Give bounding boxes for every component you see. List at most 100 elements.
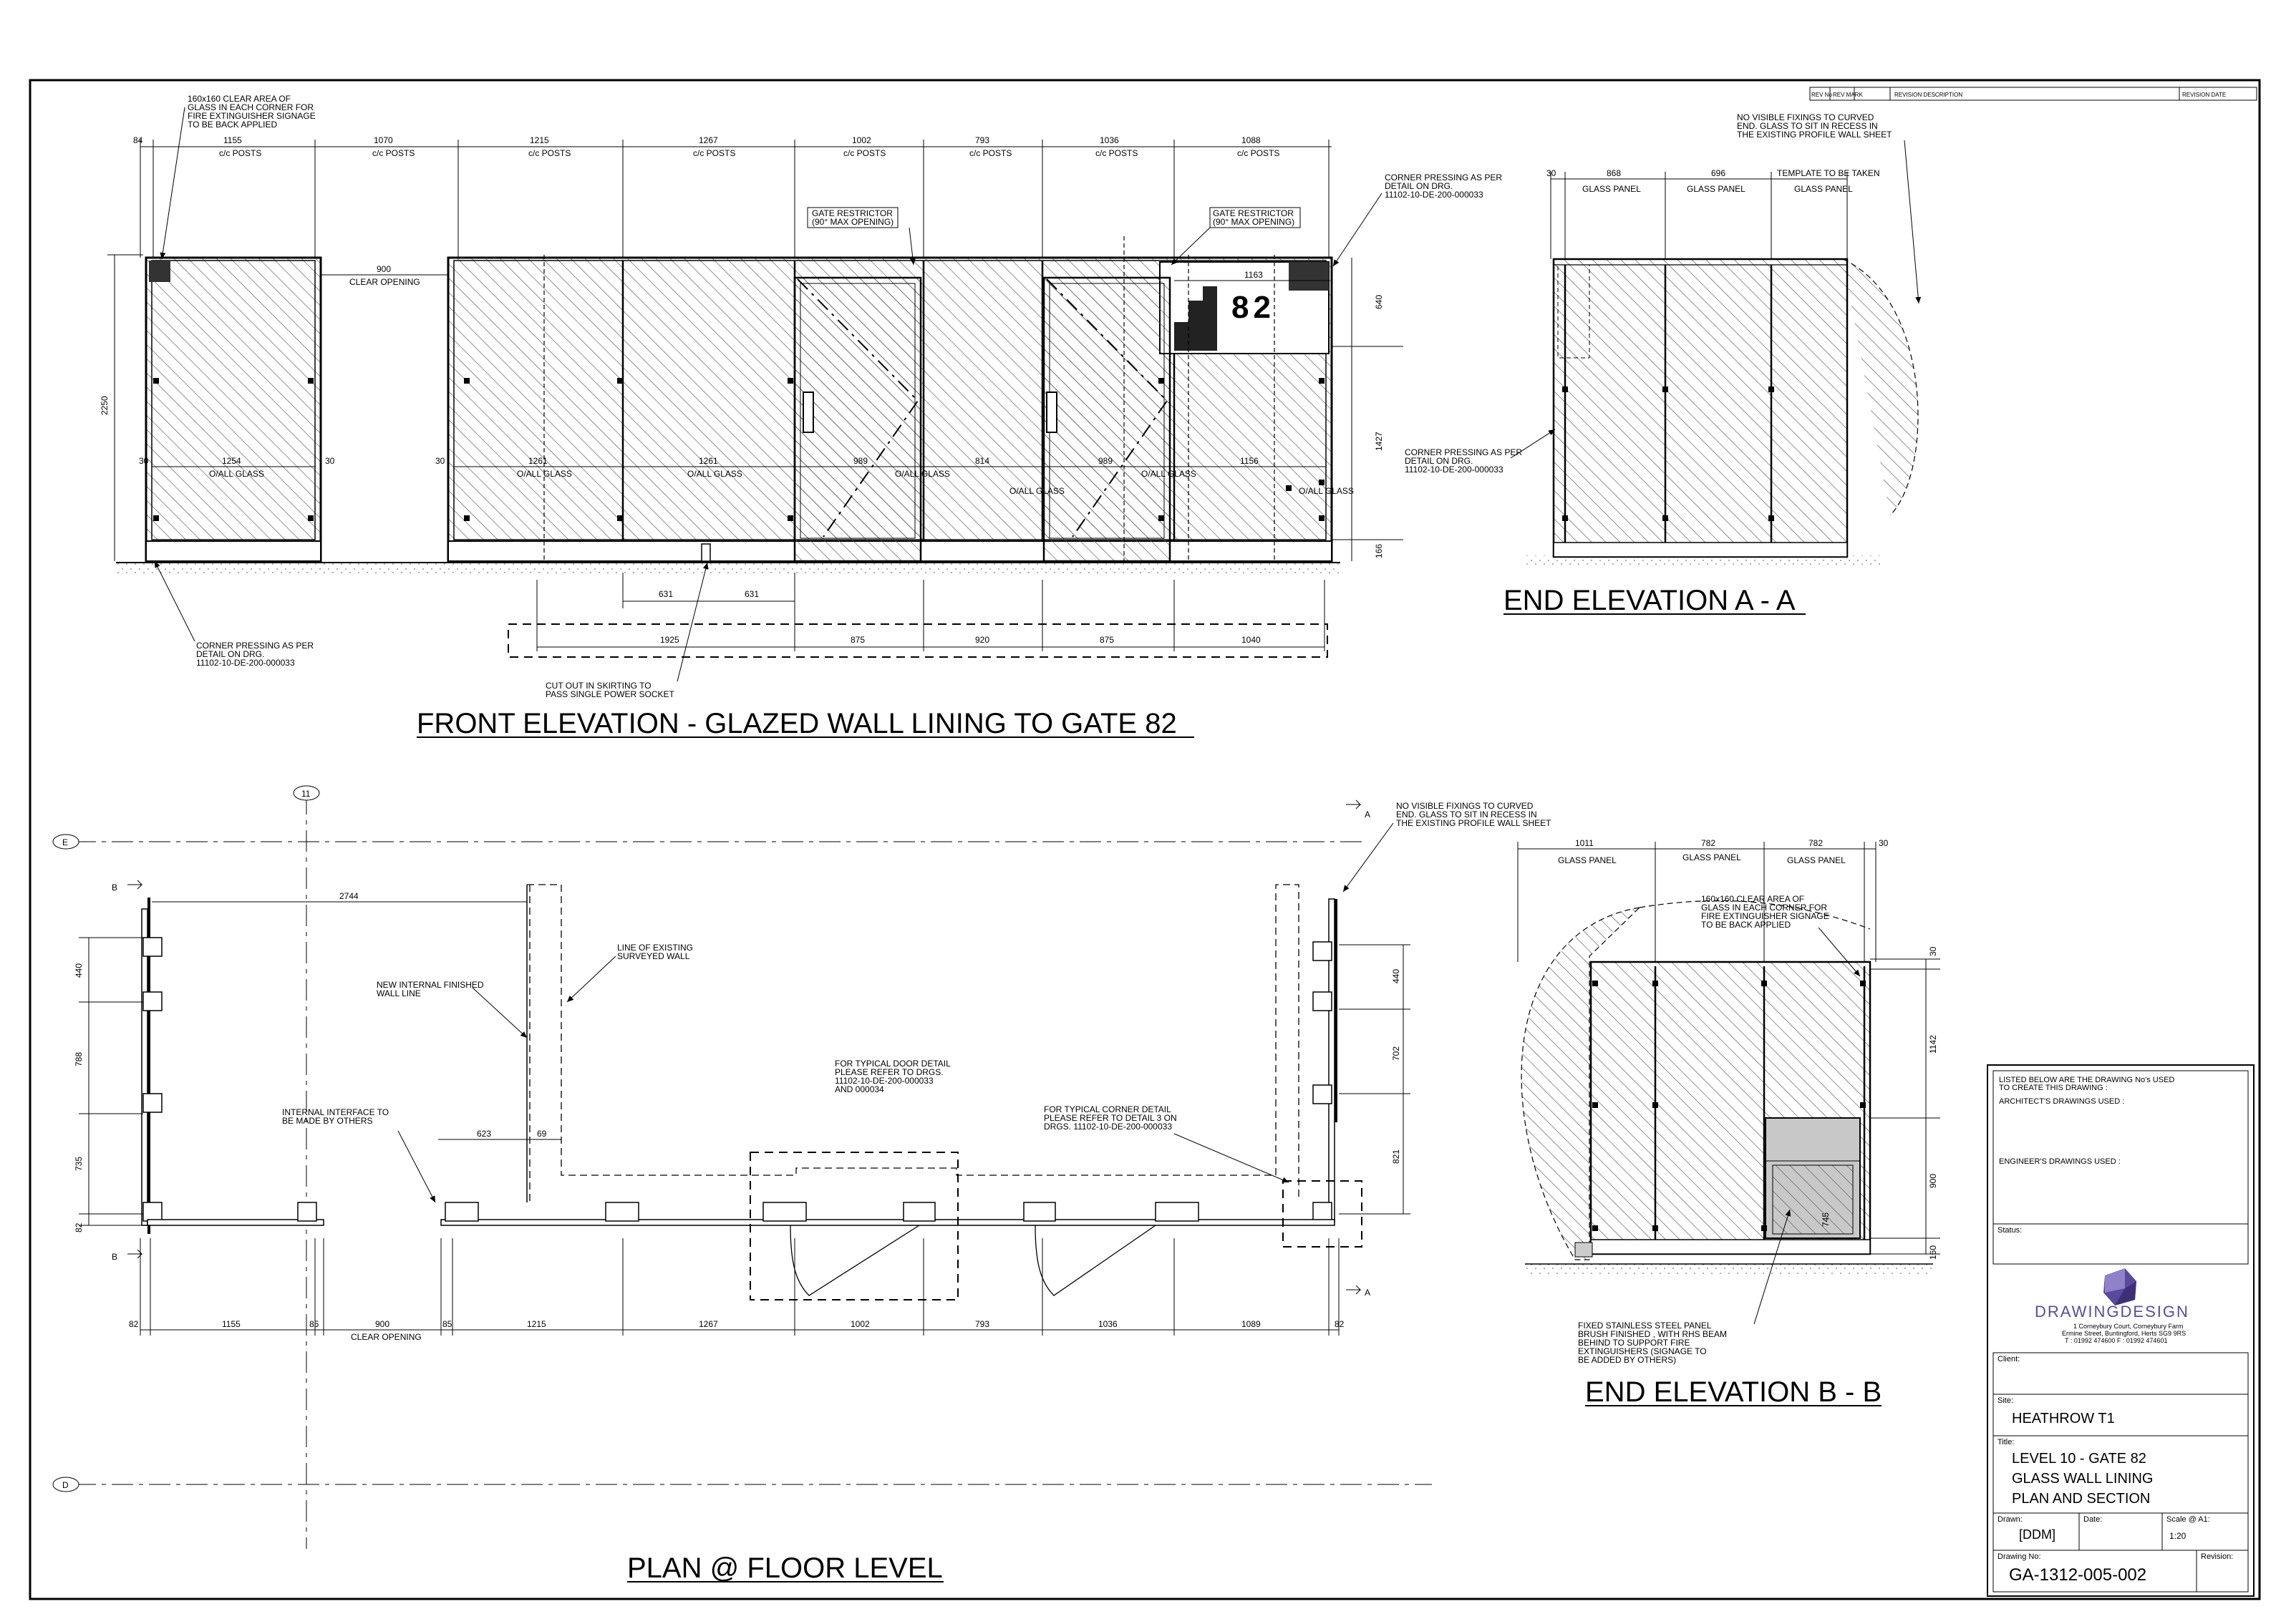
tb-scale-value: 1:20 [2169,1531,2187,1541]
left-door [793,276,922,563]
plan-right-dim-2: 702 [1391,1046,1401,1061]
rev-date-header: REVISION DATE [2182,92,2226,98]
grid-d-label: D [62,1480,69,1490]
rev-desc-header: REVISION DESCRIPTION [1894,92,1962,98]
glass-dim-6: 989 [1098,456,1113,466]
end-b-curve [1521,907,1641,1260]
gate-restrictor-1-line-2: (90° MAX OPENING) [812,217,894,227]
tb-title-value: LEVEL 10 - GATE 82 GLASS WALL LINING PLA… [2012,1451,2157,1507]
front-right-dim-1: 640 [1374,295,1384,309]
end-a-panel-label-1: GLASS PANEL [1582,184,1641,194]
glass-label-1: O/ALL GLASS [209,469,264,479]
rev-mark-header: REV MARK [1833,92,1863,98]
front-posts-label-3: c/c POSTS [528,148,571,158]
end-b-dim-1: 1011 [1575,838,1594,848]
sign-width-dim: 1163 [1244,270,1263,280]
plan-bottom-dim-12: 82 [1335,1319,1345,1329]
socket-dim-1: 631 [659,589,673,599]
end-b-dim-2: 782 [1701,838,1715,848]
tb-listed: LISTED BELOW ARE THE DRAWING No's USED T… [1999,1076,2176,1092]
company-logo [2103,1268,2136,1305]
end-b-right-dim-4: 160 [1928,1245,1938,1260]
end-b-note-fixed-panel: FIXED STAINLESS STEEL PANEL BRUSH FINISH… [1578,1321,1729,1365]
tb-drawing-no-value: GA-1312-005-002 [2009,1565,2146,1585]
front-posts-label-6: c/c POSTS [969,148,1012,158]
glass-label-5: O/ALL GLASS [1009,486,1065,496]
plan-bottom-dim-1: 82 [129,1319,139,1329]
tb-architects: ARCHITECT'S DRAWINGS USED : [1999,1097,2124,1106]
glass-dim-4: 989 [853,456,868,466]
section-a-bottom: A [1365,1288,1370,1298]
section-a-top: A [1365,809,1370,820]
glass-dim-5: 814 [975,456,989,466]
front-gap-right: 30 [325,456,335,466]
front-posts-label-4: c/c POSTS [693,148,735,158]
rev-no-header: REV No [1811,92,1832,98]
front-elevation-title: FRONT ELEVATION - GLAZED WALL LINING TO … [417,708,1177,739]
glass-label-2: O/ALL GLASS [517,469,572,479]
front-gap-main: 30 [435,456,445,466]
title-block: LISTED BELOW ARE THE DRAWING No's USED T… [1987,1064,2255,1597]
end-b-dim-4: 30 [1879,838,1889,848]
front-note-cut-out: CUT OUT IN SKIRTING TO PASS SINGLE POWER… [546,681,674,699]
plan-dim-69: 69 [537,1129,547,1139]
plan-left-dim-3: 735 [74,1157,84,1171]
front-gap-left: 30 [139,456,149,466]
plan-title: PLAN @ FLOOR LEVEL [627,1552,943,1584]
end-b-right-dim-1: 30 [1928,946,1938,956]
plan-dim-623: 623 [477,1129,491,1139]
front-note-corner-clear: 160x160 CLEAR AREA OF GLASS IN EACH CORN… [188,94,318,130]
plan-note-door-detail: FOR TYPICAL DOOR DETAIL PLEASE REFER TO … [835,1059,953,1094]
right-door [1042,276,1171,563]
front-top-dim-8: 1088 [1241,135,1261,145]
front-top-dim-0: 84 [133,135,143,145]
plan-bottom-dim-11: 1089 [1241,1319,1261,1329]
plan-left-dim-1: 440 [74,963,84,978]
sheet-border [29,79,2261,1600]
plan-bottom-dim-8: 1002 [851,1319,870,1329]
end-a-dim-1: 30 [1546,168,1556,178]
plan-left-dim-4: 82 [74,1222,84,1232]
plan-bottom-dim-9: 793 [975,1319,989,1329]
end-b-note-corner-clear: 160x160 CLEAR AREA OF GLASS IN EACH CORN… [1701,894,1831,930]
tb-drawing-no-label: Drawing No: [1997,1552,2041,1561]
front-elevation: 82 [100,94,1502,739]
plan-bottom-dim-5: 85 [442,1319,452,1329]
front-posts-label-7: c/c POSTS [1095,148,1138,158]
end-b-right-dim-3: 900 [1928,1174,1938,1188]
glass-label-4: O/ALL GLASS [895,469,950,479]
glass-dim-2: 1261 [528,456,548,466]
end-b-panel-label-3: GLASS PANEL [1787,855,1846,865]
plan-note-line-existing: LINE OF EXISTING SURVEYED WALL [617,943,695,961]
tb-engineers: ENGINEER'S DRAWINGS USED : [1999,1157,2121,1166]
company-address: 1 Corneybury Court, Corneybury Farm Ermi… [2062,1323,2188,1344]
front-clear-opening-label: CLEAR OPENING [349,277,420,287]
gate-restrictor-1-line-1: GATE RESTRICTOR [812,208,893,218]
tb-date-label: Date: [2083,1515,2102,1524]
front-bottom-dim-4: 875 [1100,635,1114,645]
glass-dim-1: 1254 [222,456,241,466]
end-a-template-label: TEMPLATE TO BE TAKEN [1777,168,1880,178]
tb-scale-label: Scale @ A1: [2166,1515,2210,1524]
plan-note-corner-detail: FOR TYPICAL CORNER DETAIL PLEASE REFER T… [1044,1104,1179,1132]
front-posts-label-5: c/c POSTS [843,148,886,158]
end-b-panel-label-2: GLASS PANEL [1682,852,1741,862]
end-a-dim-2: 868 [1607,168,1621,178]
front-bottom-dim-3: 920 [975,635,989,645]
plan-note-no-fixings: NO VISIBLE FIXINGS TO CURVED END. GLASS … [1396,801,1551,828]
grid-11-label: 11 [301,789,311,799]
end-b-right-dim-2: 1142 [1928,1035,1938,1054]
revision-header: REV No REV MARK REVISION DESCRIPTION REV… [1809,87,2257,101]
tb-revision-label: Revision: [2201,1552,2233,1561]
front-top-dim-6: 793 [975,135,989,145]
front-bottom-dim-5: 1040 [1241,635,1261,645]
end-a-panels [1552,258,1849,558]
glass-dim-7: 1156 [1240,456,1259,466]
end-a-note-no-fixings: NO VISIBLE FIXINGS TO CURVED END. GLASS … [1737,112,1892,140]
end-elevation-b-title: END ELEVATION B - B [1585,1376,1882,1408]
section-b-top: B [112,882,117,893]
socket-dim-2: 631 [745,589,759,599]
end-a-panel-label-2: GLASS PANEL [1687,184,1745,194]
front-posts-label-8: c/c POSTS [1237,148,1279,158]
